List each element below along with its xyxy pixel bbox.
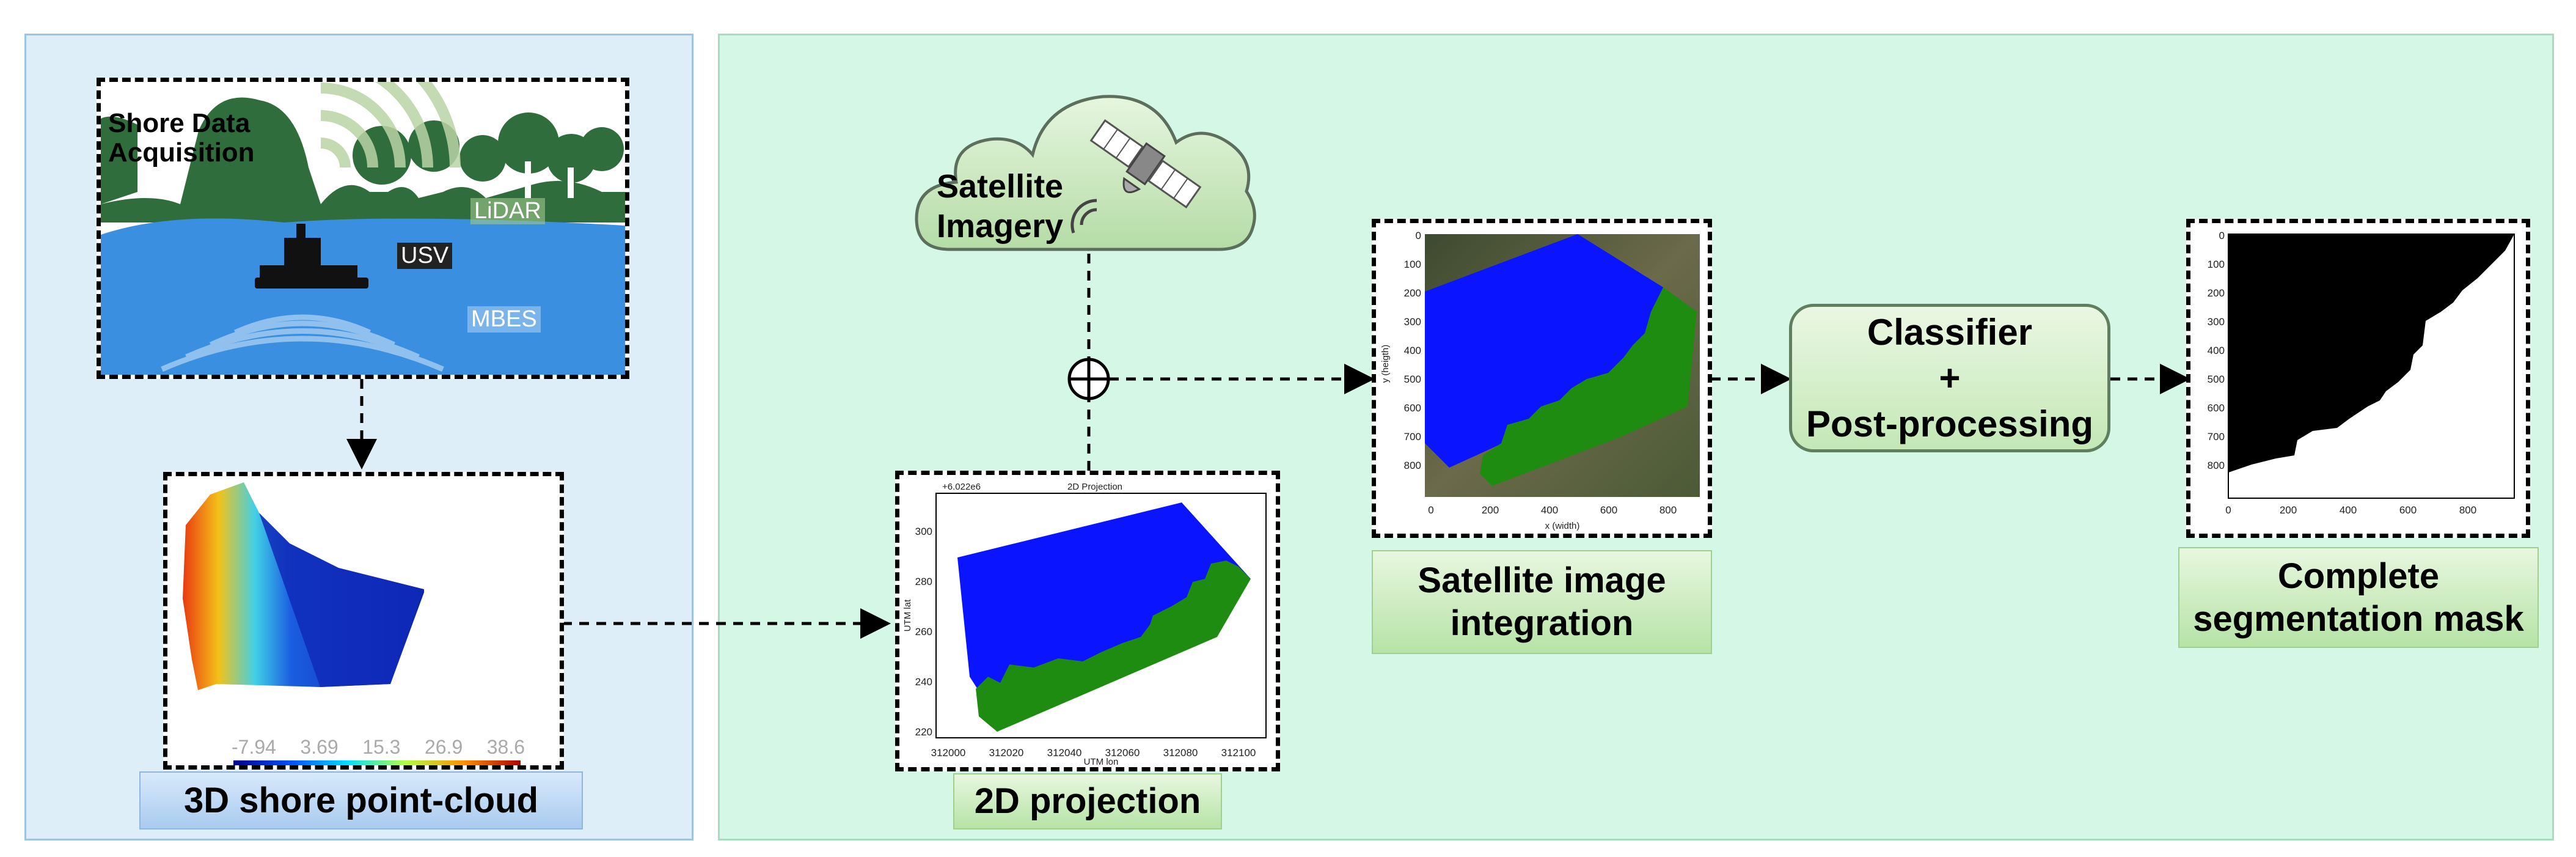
satellite-label-line2: Imagery — [937, 207, 1064, 245]
mask-plot: 0 200 400 600 800 0 100 200 300 400 500 … — [2186, 219, 2530, 538]
integration-ytick: 0 — [1416, 230, 1421, 241]
classifier-line3: Post-processing — [1806, 403, 2094, 444]
projection-ytick: 280 — [915, 576, 932, 587]
integration-xlabel: x (width) — [1545, 521, 1580, 531]
junction-symbol — [1067, 358, 1110, 400]
projection-xtick: 312000 — [931, 747, 966, 759]
projection-chart: 2D Projection +6.022e6 312000 312020 312… — [902, 482, 1267, 767]
integration-ytick: 500 — [1404, 373, 1421, 385]
projection-xtick: 312060 — [1105, 747, 1140, 759]
mask-caption-line2: segmentation mask — [2193, 598, 2524, 639]
usv-label: USV — [397, 243, 453, 269]
integration-xtick: 0 — [1428, 504, 1433, 516]
projection-xtick: 312100 — [1221, 747, 1256, 759]
mask-ytick: 700 — [2208, 431, 2225, 443]
integration-ytick: 300 — [1404, 316, 1421, 328]
projection-xlabel: UTM lon — [1084, 757, 1119, 767]
mask-xtick: 0 — [2225, 504, 2231, 516]
pointcloud-view: -7.94 3.69 15.3 26.9 38.6 — [163, 472, 564, 770]
integration-caption-line2: integration — [1450, 603, 1634, 643]
mask-caption: Complete segmentation mask — [2178, 547, 2539, 648]
integration-caption: Satellite image integration — [1372, 550, 1712, 654]
pointcloud-render — [183, 482, 521, 765]
mask-xtick: 800 — [2459, 504, 2476, 516]
mask-ytick: 500 — [2208, 373, 2225, 385]
classifier-box: Classifier + Post-processing — [1789, 304, 2110, 452]
projection-xtick: 312020 — [989, 747, 1024, 759]
colorbar-tick: 26.9 — [424, 736, 463, 758]
acquisition-scene: Shore Data Acquisition LiDAR USV MBES — [97, 78, 629, 379]
mask-ytick: 200 — [2208, 287, 2225, 299]
mask-caption-line1: Complete — [2277, 556, 2440, 596]
projection-ylabel: UTM lat — [902, 599, 913, 631]
mask-ytick: 800 — [2208, 460, 2225, 471]
mask-chart: 0 200 400 600 800 0 100 200 300 400 500 … — [2208, 230, 2515, 516]
colorbar — [233, 760, 521, 765]
integration-xtick: 600 — [1600, 504, 1617, 516]
integration-caption-line1: Satellite image — [1418, 561, 1666, 601]
scene-title-line2: Acquisition — [108, 138, 255, 168]
integration-plot: 0 200 400 600 800 x (width) 0 100 200 30… — [1372, 219, 1712, 538]
classifier-line1: Classifier — [1867, 312, 2033, 353]
satellite-label: Satellite Imagery — [937, 167, 1063, 246]
classifier-plus: + — [1939, 358, 1961, 399]
mask-ytick: 600 — [2208, 402, 2225, 414]
integration-ytick: 700 — [1404, 431, 1421, 443]
projection-plot-title: 2D Projection — [1067, 482, 1122, 492]
mask-xtick: 400 — [2340, 504, 2357, 516]
integration-ylabel: y (heigth) — [1380, 345, 1391, 383]
satellite-icon — [1089, 119, 1202, 208]
projection-offset-label: +6.022e6 — [942, 482, 981, 492]
mbes-label: MBES — [467, 306, 541, 333]
scene-title-line1: Shore Data — [108, 108, 251, 138]
integration-ytick: 800 — [1404, 460, 1421, 471]
signal-icon — [1070, 199, 1097, 234]
pointcloud-caption: 3D shore point-cloud — [139, 771, 583, 829]
integration-ytick: 400 — [1404, 345, 1421, 356]
integration-xtick: 200 — [1482, 504, 1499, 516]
colorbar-tick: 15.3 — [362, 736, 401, 758]
colorbar-tick: 38.6 — [486, 736, 525, 758]
projection-ytick: 220 — [915, 726, 932, 738]
projection-xtick: 312080 — [1163, 747, 1198, 759]
satellite-imagery-node: Satellite Imagery — [913, 87, 1259, 257]
mask-xtick: 200 — [2280, 504, 2297, 516]
integration-xtick: 400 — [1541, 504, 1558, 516]
mask-ytick: 0 — [2219, 230, 2225, 241]
colorbar-ticks: -7.94 3.69 15.3 26.9 38.6 — [232, 736, 525, 759]
projection-plot: 2D Projection +6.022e6 312000 312020 312… — [895, 471, 1280, 771]
integration-ytick: 100 — [1404, 259, 1421, 270]
projection-ytick: 300 — [915, 526, 932, 537]
projection-caption: 2D projection — [953, 773, 1222, 829]
colorbar-tick: 3.69 — [300, 736, 338, 758]
integration-ytick: 200 — [1404, 287, 1421, 299]
scene-title: Shore Data Acquisition — [108, 108, 255, 168]
projection-ytick: 240 — [915, 676, 932, 688]
integration-ytick: 600 — [1404, 402, 1421, 414]
cloud-shape — [915, 95, 1256, 251]
lidar-label: LiDAR — [470, 198, 545, 224]
mask-ytick: 300 — [2208, 316, 2225, 328]
integration-chart: 0 200 400 600 800 x (width) 0 100 200 30… — [1380, 230, 1700, 531]
mask-ytick: 100 — [2208, 259, 2225, 270]
mask-xtick: 600 — [2399, 504, 2417, 516]
integration-xtick: 800 — [1659, 504, 1677, 516]
mask-ytick: 400 — [2208, 345, 2225, 356]
projection-xtick: 312040 — [1047, 747, 1082, 759]
projection-ytick: 260 — [915, 626, 932, 638]
colorbar-tick: -7.94 — [232, 736, 276, 758]
satellite-label-line1: Satellite — [937, 168, 1064, 205]
